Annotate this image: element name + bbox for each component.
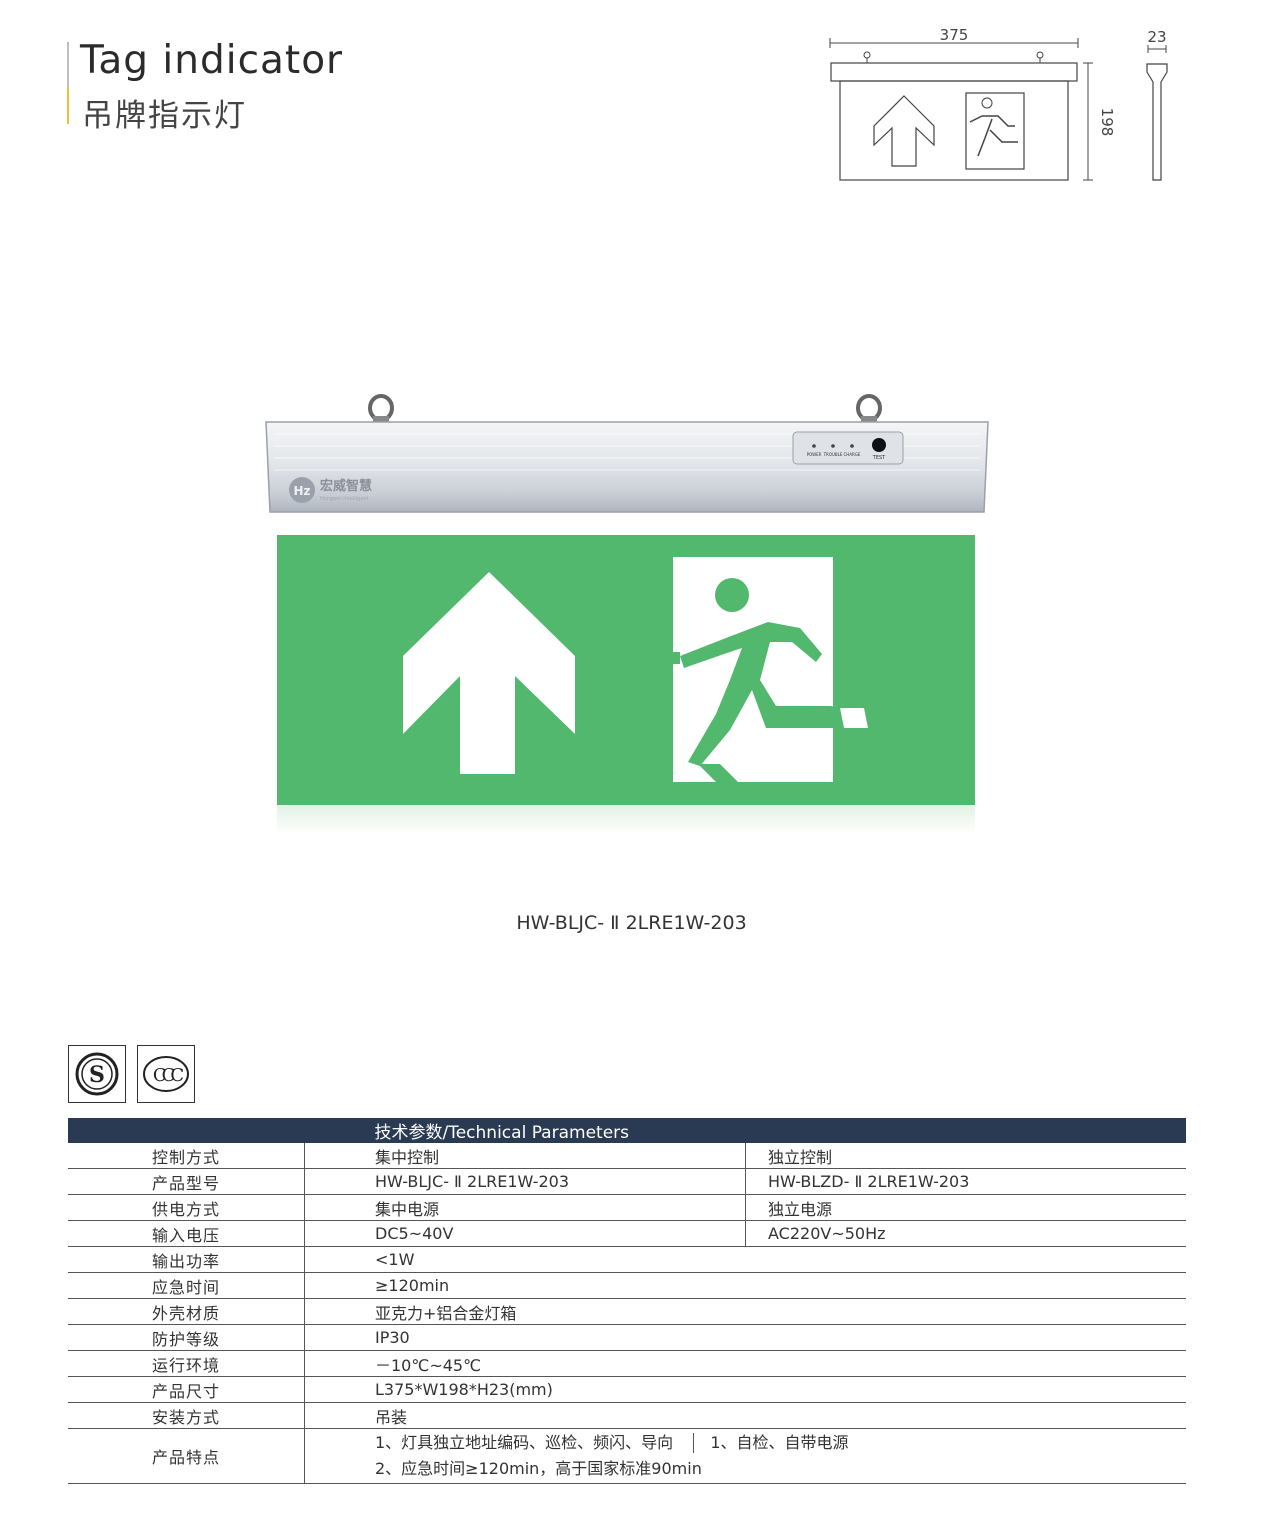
drawing-exit-icon — [965, 92, 1025, 170]
row-label: 产品型号 — [68, 1168, 305, 1195]
depth-dimension-label: 23 — [1147, 28, 1166, 46]
technical-parameters-table: 技术参数/Technical Parameters 控制方式 集中控制 独立控制… — [68, 1118, 1186, 1484]
row-value: L375*W198*H23(mm) — [304, 1376, 1186, 1403]
height-dimension-label: 198 — [1098, 108, 1116, 137]
row-value-standalone: AC220V~50Hz — [745, 1220, 1186, 1247]
hanging-ring-left — [368, 394, 394, 424]
table-title: 技术参数/Technical Parameters — [304, 1118, 1186, 1143]
width-dimension-label: 375 — [940, 26, 969, 44]
feature-divider — [693, 1433, 695, 1453]
title-accent-bar — [67, 42, 69, 124]
row-label: 控制方式 — [68, 1143, 305, 1169]
row-label: 应急时间 — [68, 1272, 305, 1299]
row-value-centralized: HW-BLJC- Ⅱ 2LRE1W-203 — [304, 1168, 746, 1195]
control-panel — [792, 431, 904, 465]
ccc-icon: CCC — [137, 1045, 195, 1103]
row-value: －10℃~45℃ — [304, 1350, 1186, 1377]
table-row: 外壳材质 亚克力+铝合金灯箱 — [68, 1298, 1186, 1325]
svg-text:CCC: CCC — [153, 1065, 184, 1086]
row-label: 运行环境 — [68, 1350, 305, 1377]
row-value: ≥120min — [304, 1272, 1186, 1299]
table-row: 输出功率 <1W — [68, 1246, 1186, 1273]
features-cell: 1、灯具独立地址编码、巡检、频闪、导向 1、自检、自带电源 2、应急时间≥120… — [304, 1428, 1186, 1484]
dimension-drawing: 375 198 23 — [829, 26, 1168, 181]
up-arrow-icon — [403, 572, 575, 774]
row-label: 产品尺寸 — [68, 1376, 305, 1403]
row-value: <1W — [304, 1246, 1186, 1273]
model-caption: HW-BLJC- Ⅱ 2LRE1W-203 — [516, 912, 747, 934]
row-value-centralized: 集中控制 — [304, 1143, 746, 1169]
feature-emergency-time: 2、应急时间≥120min，高于国家标准90min — [375, 1459, 702, 1478]
table-row: 产品型号 HW-BLJC- Ⅱ 2LRE1W-203 HW-BLZD- Ⅱ 2L… — [68, 1168, 1186, 1195]
row-value: IP30 — [304, 1324, 1186, 1351]
table-header-row: 技术参数/Technical Parameters — [68, 1118, 1186, 1143]
product-image: POWER TROUBLE CHARGE TEST Hz 宏威智慧 Hongwe… — [265, 394, 989, 835]
row-label: 外壳材质 — [68, 1298, 305, 1325]
running-man-exit-icon — [673, 557, 868, 782]
page-title-chinese: 吊牌指示灯 — [82, 98, 247, 134]
brand-logo: Hz 宏威智慧 Hongwei Intelligent — [289, 477, 372, 503]
row-value-centralized: DC5~40V — [304, 1220, 746, 1247]
table-row: 防护等级 IP30 — [68, 1324, 1186, 1351]
table-row: 产品尺寸 L375*W198*H23(mm) — [68, 1376, 1186, 1403]
charge-indicator-label: CHARGE — [844, 452, 861, 457]
row-value: 亚克力+铝合金灯箱 — [304, 1298, 1186, 1325]
table-row: 应急时间 ≥120min — [68, 1272, 1186, 1299]
s-mark-icon: S — [68, 1045, 126, 1103]
trouble-indicator-label: TROUBLE — [823, 452, 843, 457]
row-label: 产品特点 — [68, 1428, 305, 1484]
svg-text:Hz: Hz — [293, 484, 310, 498]
page-title-english: Tag indicator — [80, 38, 344, 83]
table-row: 供电方式 集中电源 独立电源 — [68, 1194, 1186, 1221]
row-value-standalone: HW-BLZD- Ⅱ 2LRE1W-203 — [745, 1168, 1186, 1195]
row-label: 供电方式 — [68, 1194, 305, 1221]
green-exit-sign — [277, 535, 975, 805]
test-button-label: TEST — [872, 455, 886, 461]
brand-name: 宏威智慧 — [320, 478, 372, 494]
row-value-centralized: 集中电源 — [304, 1194, 746, 1221]
feature-standalone: 1、自检、自带电源 — [710, 1433, 849, 1452]
table-row: 安装方式 吊装 — [68, 1402, 1186, 1429]
table-row-features: 产品特点 1、灯具独立地址编码、巡检、频闪、导向 1、自检、自带电源 2、应急时… — [68, 1428, 1186, 1484]
table-row: 运行环境 －10℃~45℃ — [68, 1350, 1186, 1377]
row-value: 吊装 — [304, 1402, 1186, 1429]
svg-text:S: S — [89, 1062, 105, 1088]
row-label: 输出功率 — [68, 1246, 305, 1273]
hanging-ring-right — [856, 394, 882, 424]
test-button[interactable] — [872, 438, 886, 452]
row-label: 输入电压 — [68, 1220, 305, 1247]
row-label: 防护等级 — [68, 1324, 305, 1351]
drawing-arrow-icon — [873, 95, 935, 167]
row-label: 安装方式 — [68, 1402, 305, 1429]
power-indicator-label: POWER — [807, 452, 822, 457]
row-value-standalone: 独立电源 — [745, 1194, 1186, 1221]
table-row: 控制方式 集中控制 独立控制 — [68, 1143, 1186, 1169]
feature-centralized: 1、灯具独立地址编码、巡检、频闪、导向 — [375, 1433, 674, 1452]
row-value-standalone: 独立控制 — [745, 1143, 1186, 1169]
brand-subtitle: Hongwei Intelligent — [320, 496, 369, 502]
table-row: 输入电压 DC5~40V AC220V~50Hz — [68, 1220, 1186, 1247]
side-view-profile — [1146, 63, 1168, 181]
